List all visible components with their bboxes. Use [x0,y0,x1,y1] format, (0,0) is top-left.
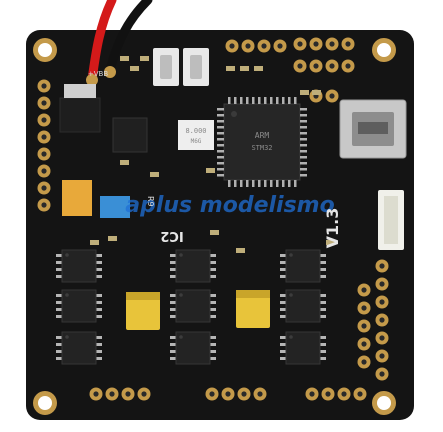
right-label: R9 [146,196,155,207]
right-header-column-a [375,259,389,381]
svg-text:ARM: ARM [255,131,270,140]
driver-chips [56,249,326,365]
version-label: V1.3 [323,208,342,249]
crystal-label: 8.000 [185,127,206,135]
soic-chip [170,289,216,323]
power-label: +VBB [88,70,108,78]
soic-chip [56,331,102,365]
soic-chip [280,249,326,283]
svg-text:STM32: STM32 [251,144,272,152]
watermark: aplus modelismo [125,193,334,218]
tantalum-capacitors-left [62,180,130,218]
mounting-holes [33,38,396,415]
top-header-row [225,39,287,53]
pin-header-pads [37,37,389,401]
smd-components [90,56,335,253]
bottom-header-mid [205,387,267,401]
microcontroller-chip: ARM STM32 [217,97,307,187]
soic-chip [56,249,102,283]
soic-chip [170,331,216,365]
ic-label: IC2 [160,228,183,243]
top-header-row-2a [293,37,355,51]
bottom-header-right [305,387,367,401]
watermark-text: aplus modelismo [125,193,334,218]
soic-chip [280,331,326,365]
crystal-oscillator: 8.000 M6G [178,120,214,150]
power-wires [86,0,153,86]
jst-connector [378,190,404,250]
crystal-sublabel: M6G [191,138,202,145]
bottom-header-left [89,387,151,401]
soic-chip [170,249,216,283]
soic-chip [56,289,102,323]
right-header-column-b [357,283,371,369]
qfn-chip [112,117,148,153]
usb-connector [339,99,407,159]
push-buttons [153,48,209,86]
tantalum-capacitors-yellow [126,290,270,330]
regulator-chip [59,84,101,133]
soic-chip [280,289,326,323]
left-header-column [37,79,51,212]
top-header-row-2b [293,59,355,73]
